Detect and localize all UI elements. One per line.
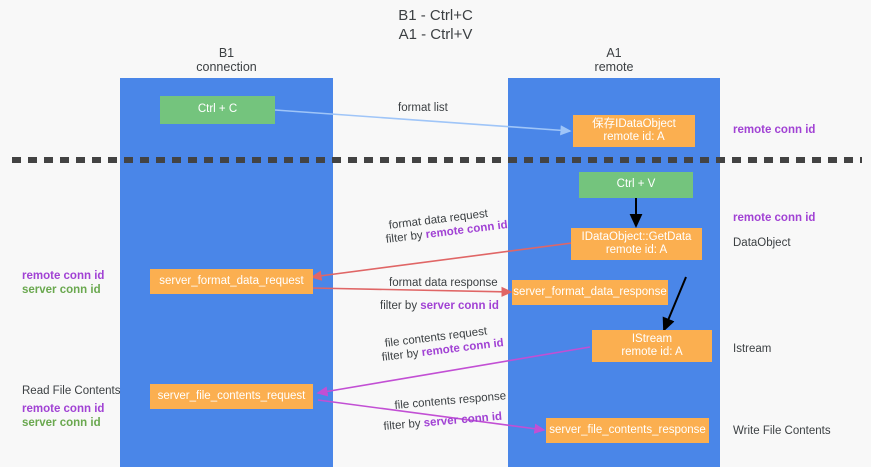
- column-header-b1-name: B1: [218, 46, 235, 60]
- edge-label-file-contents-response-filter: filter by server conn id: [383, 410, 503, 434]
- column-header-a1-role: remote: [594, 60, 634, 74]
- filter-prefix-4: filter by: [383, 417, 425, 433]
- node-server-file-contents-request[interactable]: server_file_contents_request: [150, 384, 313, 409]
- node-idataobject-getdata[interactable]: IDataObject::GetData remote id: A: [571, 228, 702, 260]
- node-getdata-line1: IDataObject::GetData: [581, 230, 692, 243]
- node-ctrl-c-label: Ctrl + C: [197, 103, 238, 116]
- node-server-file-contents-request-label: server_file_contents_request: [157, 389, 306, 402]
- node-ctrl-c[interactable]: Ctrl + C: [160, 96, 275, 124]
- node-server-file-contents-response[interactable]: server_file_contents_response: [546, 418, 709, 443]
- diagram-title: B1 - Ctrl+C A1 - Ctrl+V: [0, 6, 871, 44]
- filter-prefix-3: filter by: [381, 347, 423, 364]
- edge-label-format-data-response-filter: filter by server conn id: [380, 299, 499, 313]
- node-server-format-data-response[interactable]: server_format_data_response: [512, 280, 668, 305]
- node-ctrl-v[interactable]: Ctrl + V: [579, 172, 693, 198]
- node-istream-line2: remote id: A: [621, 346, 683, 358]
- left-label-remote-conn-id: remote conn id: [22, 270, 105, 282]
- left-label-server-conn-id: server conn id: [22, 284, 101, 296]
- right-label-remote-conn-id-top: remote conn id: [733, 124, 816, 136]
- left-label-read-file-contents: Read File Contents: [22, 385, 121, 397]
- node-server-file-contents-response-label: server_file_contents_response: [549, 423, 706, 436]
- node-ctrl-v-label: Ctrl + V: [616, 178, 656, 191]
- title-line-1: B1 - Ctrl+C: [398, 7, 473, 24]
- node-server-format-data-request-label: server_format_data_request: [159, 274, 304, 287]
- left-label-remote-conn-id-2: remote conn id: [22, 403, 105, 415]
- node-save-idataobject-line1: 保存IDataObject: [592, 117, 676, 130]
- column-header-a1-name: A1: [606, 46, 622, 60]
- right-label-write-file-contents: Write File Contents: [733, 425, 831, 437]
- right-label-remote-conn-id-mid: remote conn id: [733, 212, 816, 224]
- title-line-2: A1 - Ctrl+V: [398, 26, 473, 43]
- node-istream[interactable]: IStream remote id: A: [592, 330, 712, 362]
- left-label-server-conn-id-2: server conn id: [22, 417, 101, 429]
- column-header-b1-role: connection: [196, 60, 257, 74]
- column-header-b1: B1 connection: [120, 46, 333, 74]
- column-header-a1: A1 remote: [508, 46, 720, 74]
- node-istream-line1: IStream: [631, 332, 673, 345]
- right-label-istream: Istream: [733, 343, 772, 355]
- edge-label-format-data-response: format data response: [389, 277, 498, 289]
- edge-label-file-contents-response: file contents response: [394, 390, 507, 412]
- node-save-idataobject-line2: remote id: A: [603, 131, 665, 143]
- node-server-format-data-response-label: server_format_data_response: [513, 285, 667, 298]
- node-server-format-data-request[interactable]: server_format_data_request: [150, 269, 313, 294]
- edge-label-format-list: format list: [398, 102, 448, 114]
- node-getdata-line2: remote id: A: [605, 244, 668, 256]
- node-save-idataobject[interactable]: 保存IDataObject remote id: A: [573, 115, 695, 147]
- filter-prefix-1: filter by: [385, 229, 427, 246]
- filter-key-server-conn-id-2: server conn id: [423, 410, 503, 430]
- right-label-dataobject: DataObject: [733, 237, 791, 249]
- filter-prefix-2: filter by: [380, 300, 421, 312]
- filter-key-server-conn-id-1: server conn id: [420, 300, 499, 312]
